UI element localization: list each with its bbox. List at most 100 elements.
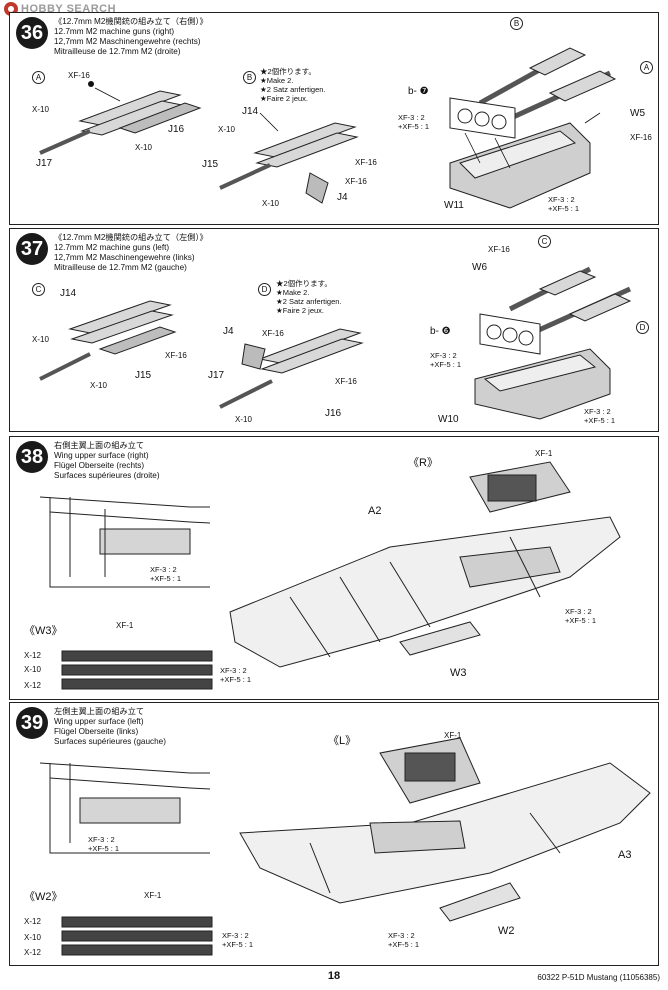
make-two-note: ★2個作ります。 ★Make 2. ★2 Satz anfertigen. ★F… (276, 279, 342, 315)
step-39-panel: 39 左側主翼上面の組み立て Wing upper surface (left)… (9, 702, 659, 966)
step-37-header: 37 《12.7mm M2機関銃の組み立て（左側）》 12.7mm M2 mac… (16, 233, 208, 273)
step-37-panel: 37 《12.7mm M2機関銃の組み立て（左側）》 12.7mm M2 mac… (9, 228, 659, 432)
label-x10: X-10 (24, 933, 41, 942)
label-j15: J15 (135, 370, 152, 381)
label-j14: J14 (60, 288, 77, 299)
label-r: 《R》 (408, 457, 438, 469)
label-xf1-inset: XF-1 (144, 891, 162, 900)
label-w11: W11 (444, 200, 464, 211)
title-jp: 右側主翼上面の組み立て (54, 441, 145, 450)
label-b7: b- ❼ (408, 86, 429, 97)
title-fr: Surfaces supérieures (gauche) (54, 737, 166, 746)
paint-mix-b: XF-3 : 2 +XF-5 : 1 (388, 931, 420, 949)
label-xf16: XF-16 (68, 71, 90, 80)
title-de: 12,7mm M2 Maschinengewehre (links) (54, 253, 195, 262)
step-38-panel: 38 右側主翼上面の組み立て Wing upper surface (right… (9, 436, 659, 700)
label-xf16-w: XF-16 (630, 133, 652, 142)
step-38-header: 38 右側主翼上面の組み立て Wing upper surface (right… (16, 441, 160, 481)
title-de: 12,7mm M2 Maschinengewehre (rechts) (54, 37, 201, 46)
step-number-badge: 36 (16, 17, 48, 49)
make-two-note: ★2個作ります。 ★Make 2. ★2 Satz anfertigen. ★F… (260, 67, 326, 103)
sub-a-marker-2: A (640, 61, 653, 74)
title-fr: Surfaces supérieures (droite) (54, 471, 160, 480)
label-xf16-b2: XF-16 (345, 177, 367, 186)
title-de: Flügel Oberseite (links) (54, 727, 139, 736)
title-de: Flügel Oberseite (rechts) (54, 461, 145, 470)
label-xf16-d: XF-16 (262, 329, 284, 338)
title-en: 12.7mm M2 machine guns (left) (54, 243, 170, 252)
label-j14: J14 (242, 106, 259, 117)
label-x12-b: X-12 (24, 948, 41, 957)
sub-b-marker: B (243, 71, 256, 84)
label-x12-b: X-12 (24, 681, 41, 690)
label-w5: W5 (630, 108, 645, 119)
label-w6: W6 (472, 262, 487, 273)
sub-a-marker: A (32, 71, 45, 84)
label-x10-2: X-10 (90, 381, 107, 390)
paint-mix-1: XF-3 : 2 +XF-5 : 1 (430, 351, 462, 369)
label-l: 《L》 (328, 735, 357, 747)
title-jp: 《12.7mm M2機関銃の組み立て（左側）》 (54, 233, 208, 242)
label-j16: J16 (168, 124, 185, 135)
label-xf16-b: XF-16 (355, 158, 377, 167)
label-x10: X-10 (32, 105, 49, 114)
title-fr: Mitrailleuse de 12.7mm M2 (droite) (54, 47, 181, 56)
label-x12-a: X-12 (24, 651, 41, 660)
label-w2-inset: 《W2》 (24, 891, 63, 903)
paint-mix-2: XF-3 : 2 +XF-5 : 1 (548, 195, 580, 213)
step-36-header: 36 《12.7mm M2機関銃の組み立て（右側）》 12.7mm M2 mac… (16, 17, 208, 57)
sub-c-marker: C (32, 283, 45, 296)
label-w2: W2 (498, 925, 515, 937)
step-39-titles: 左側主翼上面の組み立て Wing upper surface (left) Fl… (54, 707, 166, 747)
step-39-header: 39 左側主翼上面の組み立て Wing upper surface (left)… (16, 707, 166, 747)
paint-mix-c: XF-3 : 2 +XF-5 : 1 (222, 931, 254, 949)
step-36-panel: 36 《12.7mm M2機関銃の組み立て（右側）》 12.7mm M2 mac… (9, 12, 659, 225)
sub-d-marker: D (258, 283, 271, 296)
label-xf16: XF-16 (165, 351, 187, 360)
label-xf1-inset: XF-1 (116, 621, 134, 630)
title-en: Wing upper surface (right) (54, 451, 149, 460)
step-36-illustration (39, 47, 617, 209)
label-xf1: XF-1 (535, 449, 553, 458)
kit-code: 60322 P-51D Mustang (11056385) (537, 973, 660, 982)
label-j4: J4 (223, 326, 234, 337)
label-b6: b- ❻ (430, 326, 451, 337)
step-38-illustration (39, 461, 621, 690)
label-j4: J4 (337, 192, 348, 203)
step-39-illustration (39, 737, 651, 956)
label-w3: W3 (450, 667, 467, 679)
label-w3-inset: 《W3》 (24, 625, 63, 637)
title-jp: 左側主翼上面の組み立て (54, 707, 145, 716)
step-37-titles: 《12.7mm M2機関銃の組み立て（左側）》 12.7mm M2 machin… (54, 233, 208, 273)
step-number-badge: 38 (16, 441, 48, 473)
paint-mix-1: XF-3 : 2 +XF-5 : 1 (398, 113, 430, 131)
step-38-titles: 右側主翼上面の組み立て Wing upper surface (right) F… (54, 441, 160, 481)
sub-c-marker-2: C (538, 235, 551, 248)
paint-dot (88, 81, 94, 87)
step-number-badge: 37 (16, 233, 48, 265)
title-en: Wing upper surface (left) (54, 717, 144, 726)
label-w10: W10 (438, 414, 459, 425)
label-j15: J15 (202, 159, 219, 170)
label-a2: A2 (368, 505, 382, 517)
sub-b-marker-2: B (510, 17, 523, 30)
label-x10: X-10 (32, 335, 49, 344)
step-36-titles: 《12.7mm M2機関銃の組み立て（右側）》 12.7mm M2 machin… (54, 17, 208, 57)
step-37-illustration (39, 266, 632, 420)
label-xf16-w: XF-16 (488, 245, 510, 254)
label-x10-d: X-10 (235, 415, 252, 424)
paint-mix-b: XF-3 : 2 +XF-5 : 1 (565, 607, 597, 625)
label-a3: A3 (618, 849, 632, 861)
label-xf1: XF-1 (444, 731, 462, 740)
label-x10-b2: X-10 (262, 199, 279, 208)
title-jp: 《12.7mm M2機関銃の組み立て（右側）》 (54, 17, 208, 26)
label-j17: J17 (36, 158, 53, 169)
paint-mix-2: XF-3 : 2 +XF-5 : 1 (584, 407, 616, 425)
paint-mix-a: XF-3 : 2 +XF-5 : 1 (88, 835, 120, 853)
label-x10-b: X-10 (218, 125, 235, 134)
page-number: 18 (327, 970, 341, 982)
label-x10-2: X-10 (135, 143, 152, 152)
paint-mix-a: XF-3 : 2 +XF-5 : 1 (150, 565, 182, 583)
title-en: 12.7mm M2 machine guns (right) (54, 27, 175, 36)
sub-d-marker-2: D (636, 321, 649, 334)
